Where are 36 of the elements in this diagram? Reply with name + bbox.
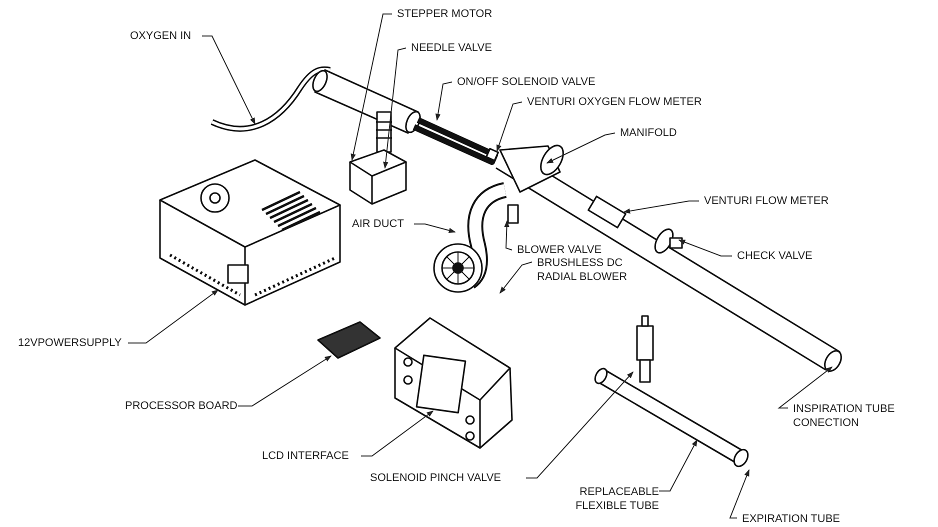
leader-line [414,224,456,233]
part-label: VENTURI OXYGEN FLOW METER [527,95,702,109]
leader-line [729,469,750,518]
leader-line [202,36,256,125]
part-label: OXYGEN IN [130,29,192,43]
leader-line [128,289,219,344]
leader-line [360,410,434,456]
leader-line [499,262,532,294]
part-label: ON/OFF SOLENOID VALVE [457,75,596,89]
part-label: REPLACEABLE FLEXIBLE TUBE [569,485,659,513]
leader-line [496,102,522,152]
leader-line [678,240,732,256]
part-label: LCD INTERFACE [262,449,349,463]
leader-line [350,14,392,161]
part-label: MANIFOLD [620,126,677,140]
leader-line [526,371,634,478]
leader-line [623,200,700,214]
part-label: EXPIRATION TUBE [742,512,840,526]
part-label: AIR DUCT [352,217,404,231]
part-label: NEEDLE VALVE [411,41,492,55]
leader-line [435,82,452,121]
leader-line [504,220,512,250]
part-label: SOLENOID PINCH VALVE [370,471,502,485]
part-label: VENTURI FLOW METER [704,194,829,208]
part-label: 12VPOWERSUPPLY [18,336,122,350]
part-label: BRUSHLESS DC RADIAL BLOWER [537,256,647,284]
leader-line [658,439,698,492]
leader-line [546,132,616,164]
part-label: PROCESSOR BOARD [125,399,238,413]
leader-line [778,366,833,408]
leader-line [238,356,332,406]
part-label: STEPPER MOTOR [397,7,492,21]
leader-line [383,48,406,169]
part-label: BLOWER VALVE [517,243,602,257]
part-label: INSPIRATION TUBE CONECTION [793,402,913,430]
part-label: CHECK VALVE [737,249,812,263]
